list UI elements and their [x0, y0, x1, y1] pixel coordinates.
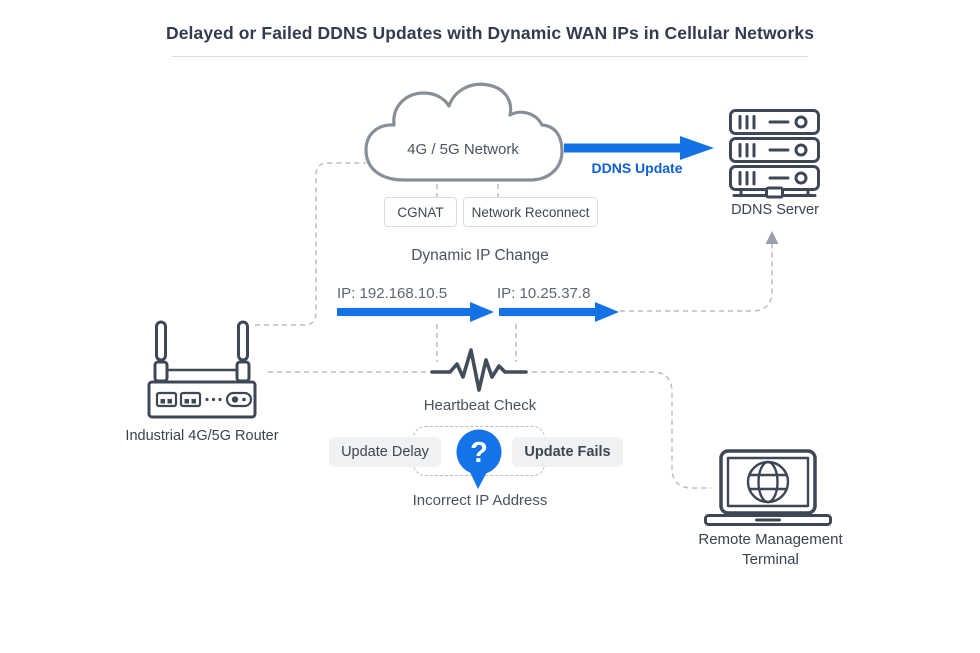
- laptop-globe-icon: [704, 449, 832, 526]
- ddns-update-arrow: [564, 136, 714, 160]
- question-bubble-icon: ?: [456, 429, 502, 489]
- industrial-router-icon: [147, 320, 257, 419]
- ddns-update-label: DDNS Update: [591, 160, 683, 176]
- title-divider: [172, 56, 808, 57]
- page-title: Delayed or Failed DDNS Updates with Dyna…: [165, 23, 815, 43]
- terminal-label-line2: Terminal: [742, 551, 799, 568]
- update-fails-tag: Update Fails: [512, 437, 623, 467]
- server-stack-icon: [729, 109, 820, 199]
- dashed-path-router-to-cloud: [255, 162, 366, 326]
- old-ip-label: IP: 192.168.10.5: [337, 285, 448, 302]
- cloud-label: 4G / 5G Network: [407, 141, 519, 158]
- incorrect-ip-caption: Incorrect IP Address: [412, 492, 548, 509]
- ip-change-arrows: [337, 302, 619, 322]
- dashed-path-heartbeat-to-terminal: [532, 371, 711, 489]
- old-ip-arrow: [337, 302, 494, 322]
- heartbeat-pulse-icon: [430, 348, 528, 392]
- server-arrowhead: [765, 231, 779, 244]
- server-label: DDNS Server: [731, 202, 819, 218]
- heartbeat-label: Heartbeat Check: [423, 397, 537, 414]
- dashed-path-ip-to-server: [620, 242, 773, 312]
- cloud-icon: [364, 82, 564, 182]
- router-label: Industrial 4G/5G Router: [125, 428, 279, 444]
- cgnat-tag: CGNAT: [384, 197, 457, 227]
- dynamic-ip-heading: Dynamic IP Change: [411, 247, 549, 264]
- question-mark-glyph: ?: [470, 437, 488, 469]
- new-ip-label: IP: 10.25.37.8: [497, 285, 591, 302]
- network-reconnect-tag: Network Reconnect: [463, 197, 598, 227]
- new-ip-arrow: [499, 302, 619, 322]
- terminal-label-line1: Remote Management: [698, 531, 843, 548]
- update-delay-tag: Update Delay: [329, 437, 441, 467]
